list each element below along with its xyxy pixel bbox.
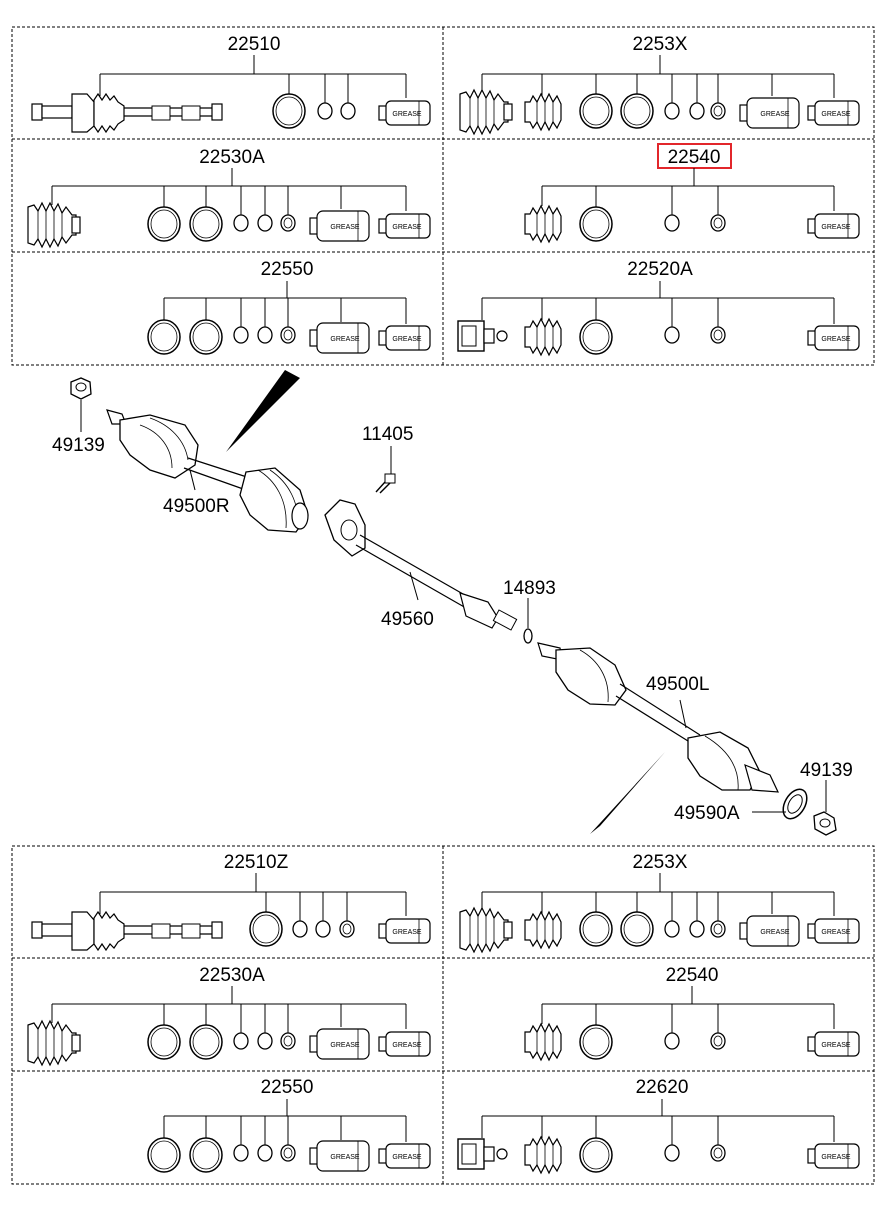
- part-label-49590a: 49590A: [674, 803, 740, 824]
- part-label-49139: 49139: [52, 435, 105, 456]
- kit-cell-22510: 22510 GREASE: [31, 34, 431, 133]
- kit-cell-22530a: 22530A GREASE GREASE: [27, 147, 431, 248]
- kit-cell-22520a: 22520A GREASE: [457, 259, 860, 356]
- grease-label: GREASE: [821, 336, 851, 343]
- grease-label: GREASE: [330, 224, 360, 231]
- grease-label: GREASE: [821, 224, 851, 231]
- kit-cell-22620: 22620 GREASE: [457, 1077, 860, 1174]
- pointer-arrow-bottom: [590, 752, 665, 834]
- snap-ring[interactable]: 14893: [503, 578, 556, 644]
- grease-label: GREASE: [392, 1042, 422, 1049]
- part-label-11405: 11405: [362, 424, 413, 445]
- kit-code[interactable]: 22520A: [627, 259, 693, 280]
- drive-shaft-assembly: 49139 49500R 11405: [52, 370, 853, 836]
- kit-code[interactable]: 2253X: [633, 852, 688, 873]
- top-kit-table: 22510 GREASE 2253X: [11, 26, 875, 366]
- kit-cell-22550-bottom: 22550 GREASE GREASE: [147, 1077, 431, 1173]
- grease-label: GREASE: [821, 1042, 851, 1049]
- grease-label: GREASE: [330, 1154, 360, 1161]
- nut-right[interactable]: 49139: [52, 377, 105, 456]
- part-label-49500l: 49500L: [646, 674, 709, 695]
- kit-cell-2253x: 2253X GREASE GREASE: [459, 34, 860, 135]
- grease-label: GREASE: [821, 111, 851, 118]
- intermediate-shaft[interactable]: 49560: [324, 499, 518, 631]
- kit-cell-22510z: 22510Z GREASE: [31, 852, 431, 951]
- grease-label: GREASE: [330, 336, 360, 343]
- grease-label: GREASE: [392, 336, 422, 343]
- kit-cell-22540: 22540 GREASE: [524, 143, 860, 243]
- grease-label: GREASE: [330, 1042, 360, 1049]
- grease-label: GREASE: [760, 929, 790, 936]
- grease-label: GREASE: [392, 929, 422, 936]
- grease-label: GREASE: [821, 1154, 851, 1161]
- bottom-kit-table: 22510Z GREASE 2253X: [11, 845, 875, 1185]
- kit-cell-22530a-bottom: 22530A GREASE GREASE: [27, 965, 431, 1066]
- kit-cell-22550: 22550 GREASE GREASE: [147, 259, 431, 355]
- bolt[interactable]: 11405: [362, 424, 413, 494]
- pointer-arrow-top: [226, 370, 300, 452]
- kit-cell-2253x-bottom: 2253X GREASE GREASE: [459, 852, 860, 953]
- shaft-left[interactable]: 49500L: [537, 642, 779, 793]
- kit-code[interactable]: 2253X: [633, 34, 688, 55]
- grease-label: GREASE: [821, 929, 851, 936]
- part-label-49139: 49139: [800, 760, 853, 781]
- kit-code[interactable]: 22550: [261, 1077, 314, 1098]
- kit-code[interactable]: 22510Z: [224, 852, 289, 873]
- kit-cell-22540-bottom: 22540 GREASE: [524, 965, 860, 1061]
- shaft-right[interactable]: 49500R: [106, 409, 309, 533]
- kit-code[interactable]: 22620: [636, 1077, 689, 1098]
- grease-label: GREASE: [392, 1154, 422, 1161]
- part-label-14893: 14893: [503, 578, 556, 599]
- kit-code[interactable]: 22550: [261, 259, 314, 280]
- part-label-49500r: 49500R: [163, 496, 230, 517]
- kit-code[interactable]: 22510: [228, 34, 281, 55]
- part-label-49560: 49560: [381, 609, 434, 630]
- kit-code[interactable]: 22540: [668, 147, 721, 168]
- kit-code[interactable]: 22540: [666, 965, 719, 986]
- grease-label: GREASE: [392, 111, 422, 118]
- kit-code[interactable]: 22530A: [199, 965, 265, 986]
- grease-label: GREASE: [392, 224, 422, 231]
- tone-wheel[interactable]: 49590A: [674, 785, 812, 824]
- grease-label: GREASE: [760, 111, 790, 118]
- nut-left[interactable]: 49139: [800, 760, 853, 836]
- kit-code[interactable]: 22530A: [199, 147, 265, 168]
